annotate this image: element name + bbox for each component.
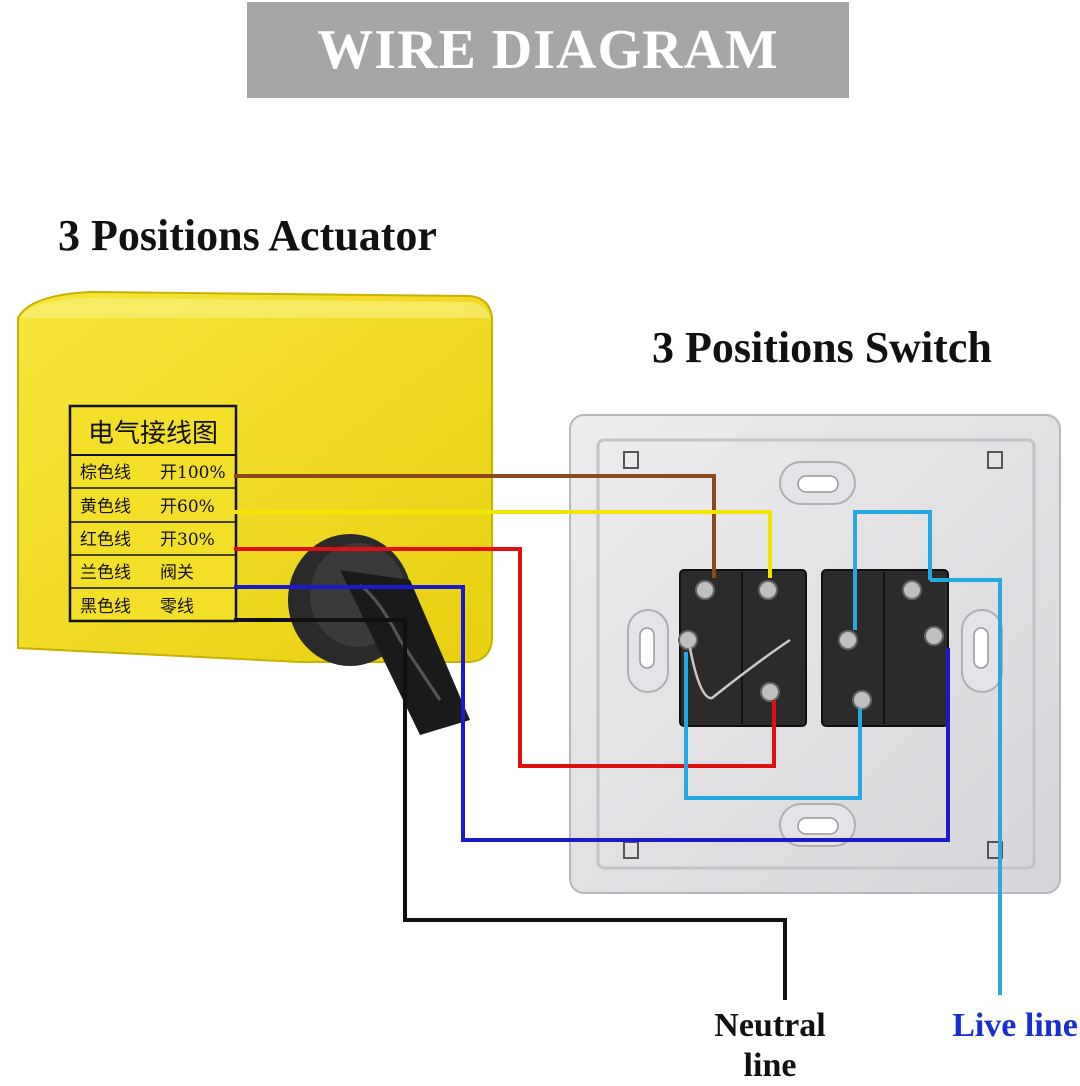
label-row-wire: 黑色线 (80, 597, 131, 617)
switch-module-left (678, 569, 807, 727)
blue-wire (234, 585, 950, 842)
switch-plate (569, 414, 1061, 894)
label-row-wire: 黄色线 (80, 497, 131, 517)
label-row-function: 阀关 (160, 563, 194, 583)
red-wire (234, 547, 776, 768)
switch-title: 3 Positions Switch (652, 323, 992, 372)
actuator-title: 3 Positions Actuator (58, 211, 437, 260)
label-table-header: 电气接线图 (88, 419, 218, 449)
label-row-wire: 兰色线 (80, 563, 131, 583)
label-row-function: 开60% (160, 497, 215, 517)
live-line-label: Live line (952, 1007, 1078, 1044)
cyan-jumper-wire-left (684, 652, 862, 800)
brown-wire (234, 474, 716, 578)
diagram-title: WIRE DIAGRAM (317, 19, 779, 81)
cyan-live-wire (930, 578, 1002, 995)
label-row-function: 零线 (160, 597, 194, 617)
diagram-title-banner: WIRE DIAGRAM (247, 2, 849, 98)
cyan-jumper-wire-top (853, 510, 932, 630)
black-wire (234, 618, 787, 1000)
switch-module-right (821, 569, 949, 727)
yellow-wire (234, 510, 772, 578)
wiring-label-table: 电气接线图 棕色线 开100% 黄色线 开60% 红色线 开30% 兰色线 阀关… (68, 404, 238, 623)
label-row-function: 开100% (160, 463, 226, 483)
neutral-line-label: Neutral line (714, 1007, 826, 1084)
label-row-function: 开30% (160, 530, 215, 550)
label-row-wire: 红色线 (80, 530, 131, 550)
label-row-wire: 棕色线 (80, 463, 131, 483)
